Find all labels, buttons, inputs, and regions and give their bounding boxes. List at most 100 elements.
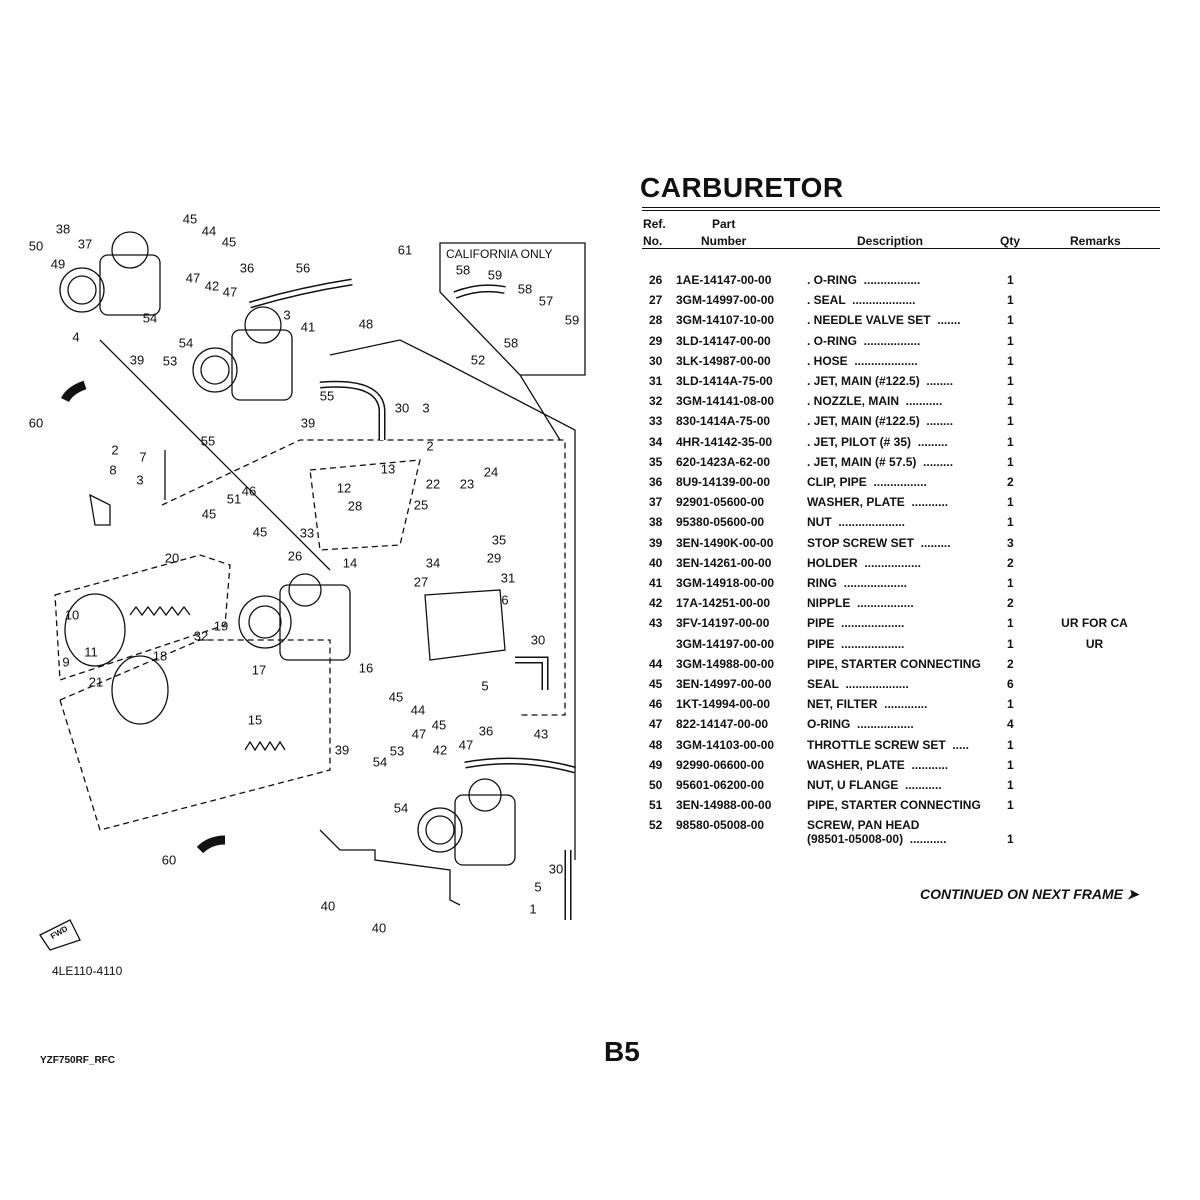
- callout-number: 30: [548, 861, 564, 877]
- callout-number: 13: [380, 461, 396, 477]
- part-number: 98580-05008-00: [676, 818, 765, 833]
- part-number: 4HR-14142-35-00: [676, 434, 773, 449]
- header-ref-bottom: No.: [643, 234, 663, 248]
- callout-number: 47: [222, 284, 238, 300]
- header-part-top: Part: [712, 217, 736, 231]
- callout-number: 6: [501, 592, 509, 608]
- callout-number: 31: [500, 570, 516, 586]
- quantity: 1: [1007, 757, 1014, 772]
- callout-number: 3: [136, 472, 144, 488]
- callout-number: 49: [50, 256, 66, 272]
- description: O-RING .................: [807, 717, 914, 732]
- part-number: 95380-05600-00: [676, 515, 765, 530]
- callout-number: 54: [393, 800, 409, 816]
- callout-number: 44: [410, 702, 426, 718]
- ref-number: 40: [649, 555, 663, 570]
- callout-number: 61: [397, 242, 413, 258]
- description: PIPE, STARTER CONNECTING: [807, 798, 981, 813]
- callout-number: 4: [72, 329, 80, 345]
- callout-number: 36: [478, 723, 494, 739]
- callout-number: 58: [517, 281, 533, 297]
- part-number: 3GM-14197-00-00: [676, 636, 775, 651]
- callout-number: 33: [299, 525, 315, 541]
- quantity: 1: [1007, 778, 1014, 792]
- callout-number: 30: [530, 632, 546, 648]
- part-number: 3GM-14918-00-00: [676, 576, 775, 590]
- quantity: 1: [1007, 798, 1014, 813]
- callout-number: 37: [77, 236, 93, 252]
- callout-number: 45: [221, 234, 237, 250]
- description: STOP SCREW SET .........: [807, 535, 951, 550]
- california-only-label: CALIFORNIA ONLY: [446, 247, 553, 261]
- callout-number: 43: [533, 726, 549, 742]
- callout-number: 3: [422, 400, 430, 416]
- callout-number: 45: [252, 524, 268, 540]
- description: . SEAL ...................: [807, 293, 916, 308]
- continued-note: CONTINUED ON NEXT FRAME ➤: [920, 886, 1139, 902]
- callout-number: 40: [320, 898, 336, 914]
- quantity: 1: [1007, 697, 1014, 712]
- ref-number: 46: [649, 697, 663, 712]
- callout-number: 32: [193, 628, 209, 644]
- part-number: 92990-06600-00: [676, 757, 765, 772]
- carburetor-drawing: [39, 231, 586, 951]
- callout-number: 29: [486, 550, 502, 566]
- callout-number: 39: [334, 742, 350, 758]
- callout-number: 10: [64, 607, 80, 623]
- callout-number: 54: [142, 310, 158, 326]
- description: HOLDER .................: [807, 555, 922, 570]
- description: CLIP, PIPE ................: [807, 475, 927, 489]
- quantity: 3: [1007, 535, 1014, 550]
- callout-number: 38: [55, 221, 71, 237]
- description: . NOZZLE, MAIN ...........: [807, 394, 943, 409]
- part-number: 3LD-14147-00-00: [676, 333, 771, 348]
- callout-number: 27: [413, 574, 429, 590]
- diagram-id: 4LE110-4110: [52, 964, 123, 978]
- callout-number: 17: [251, 662, 267, 678]
- callout-number: 47: [458, 737, 474, 753]
- callout-number: 53: [389, 743, 405, 759]
- callout-number: 55: [319, 388, 335, 404]
- part-number: 3EN-14988-00-00: [676, 798, 772, 813]
- ref-number: 32: [649, 394, 663, 409]
- quantity: 1: [1007, 616, 1014, 631]
- ref-number: 52: [649, 818, 663, 833]
- description: . O-RING .................: [807, 333, 921, 348]
- callout-number: 47: [185, 270, 201, 286]
- description: . JET, MAIN (#122.5) ........: [807, 374, 954, 388]
- callout-number: 58: [455, 262, 471, 278]
- ref-number: 39: [649, 535, 663, 550]
- ref-number: 42: [649, 596, 663, 611]
- description: NIPPLE .................: [807, 596, 914, 611]
- callout-number: 18: [152, 648, 168, 664]
- description: PIPE ...................: [807, 636, 905, 651]
- ref-number: 33: [649, 414, 663, 429]
- callout-number: 44: [201, 223, 217, 239]
- ref-number: 45: [649, 677, 663, 691]
- part-number: 95601-06200-00: [676, 778, 765, 792]
- quantity: 1: [1007, 832, 1014, 847]
- description: . JET, MAIN (#122.5) ........: [807, 414, 954, 429]
- part-number: 3LD-1414A-75-00: [676, 374, 773, 388]
- callout-number: 28: [347, 498, 363, 514]
- description: THROTTLE SCREW SET .....: [807, 737, 969, 752]
- quantity: 2: [1007, 555, 1014, 570]
- quantity: 2: [1007, 475, 1014, 489]
- header-part-bottom: Number: [701, 234, 747, 248]
